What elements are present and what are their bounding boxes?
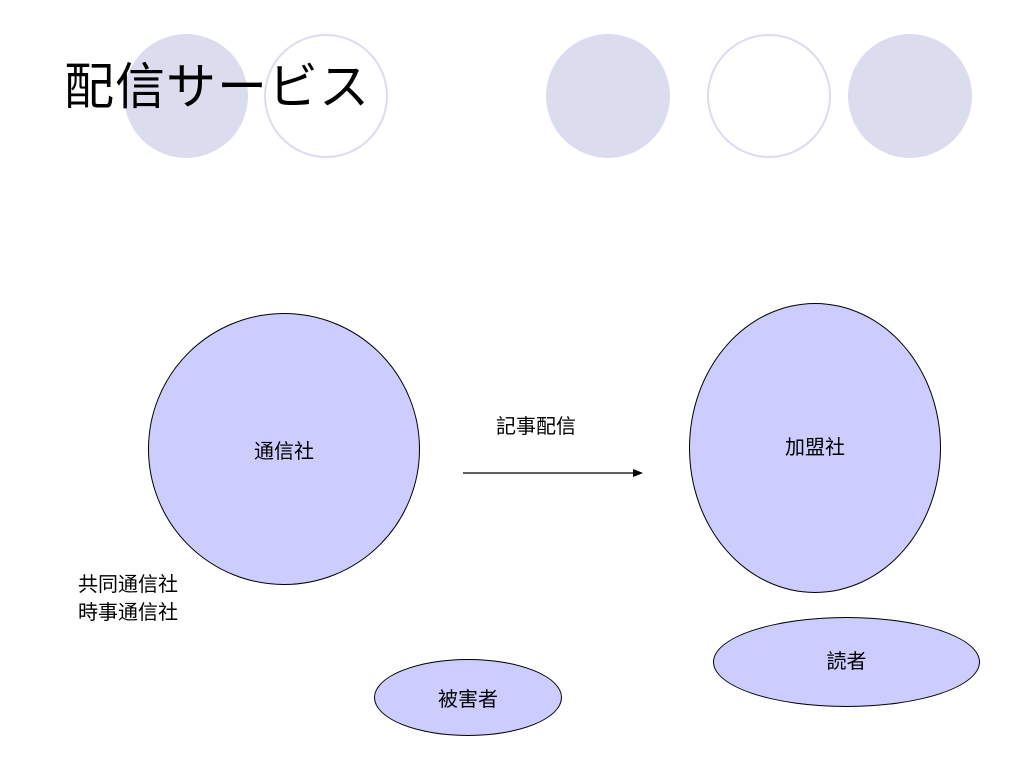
decorative-circle-filled bbox=[124, 34, 248, 158]
decorative-circle-filled bbox=[848, 34, 972, 158]
node-member-company-label: 加盟社 bbox=[785, 434, 845, 459]
arrow-right-icon bbox=[463, 469, 643, 477]
agency-list-item: 時事通信社 bbox=[78, 600, 178, 624]
node-victim: 被害者 bbox=[374, 659, 562, 736]
decorative-circle-outline bbox=[707, 34, 831, 158]
node-member-company: 加盟社 bbox=[689, 303, 941, 593]
node-news-agency-label: 通信社 bbox=[254, 438, 314, 463]
decorative-circle-filled bbox=[546, 34, 670, 158]
edge-label-distribution: 記事配信 bbox=[496, 414, 576, 438]
node-news-agency: 通信社 bbox=[148, 313, 420, 585]
node-reader: 読者 bbox=[713, 617, 980, 707]
agency-list: 共同通信社 時事通信社 bbox=[78, 570, 178, 626]
decorative-circle-outline bbox=[264, 34, 388, 158]
node-reader-label: 読者 bbox=[826, 648, 867, 673]
node-victim-label: 被害者 bbox=[438, 687, 498, 711]
agency-list-item: 共同通信社 bbox=[78, 572, 178, 596]
